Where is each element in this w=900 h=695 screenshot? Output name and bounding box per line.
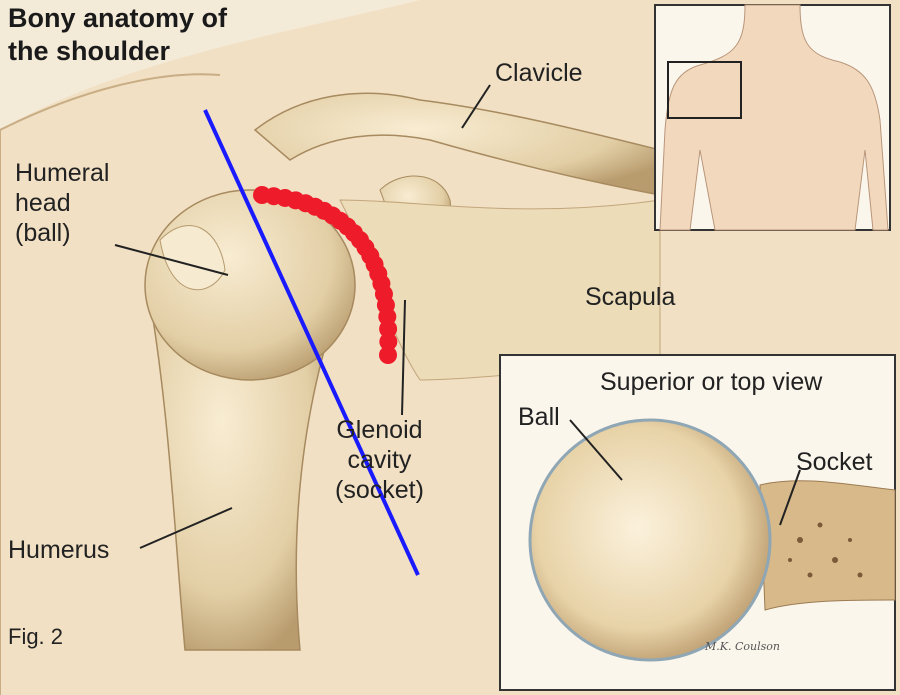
socket-bone (759, 480, 896, 611)
label-ball: Ball (518, 403, 560, 431)
label-glenoid: Glenoid cavity (socket) (335, 415, 424, 505)
label-line: Glenoid (336, 416, 423, 444)
inset-title: Superior or top view (600, 368, 823, 396)
red-dot (379, 346, 397, 364)
label-line: cavity (347, 446, 412, 474)
title-line-1: Bony anatomy of (8, 3, 228, 33)
red-dot (379, 319, 398, 338)
figure-title: Bony anatomy of the shoulder (8, 2, 227, 68)
label-humeral-head: Humeral head (ball) (15, 158, 109, 248)
label-humerus: Humerus (8, 536, 110, 564)
leader-humerus (139, 507, 233, 549)
humerus-bone (149, 299, 331, 651)
ball-head (528, 418, 772, 662)
top-view-inset (499, 354, 896, 691)
leader-glenoid (401, 299, 406, 416)
body-locator-inset (654, 4, 891, 231)
figure-number: Fig. 2 (8, 624, 64, 649)
label-line: (ball) (15, 219, 71, 247)
label-line: Humeral (15, 159, 110, 187)
leader-clavicle (461, 84, 491, 129)
label-clavicle: Clavicle (495, 59, 583, 87)
leader-humeral-head (114, 244, 229, 276)
label-socket: Socket (796, 448, 873, 476)
red-dot (379, 332, 398, 351)
glenoid-dots (253, 186, 398, 364)
title-line-2: the shoulder (8, 36, 171, 66)
annotation-line (203, 109, 420, 576)
label-line: (socket) (335, 476, 424, 504)
label-line: head (15, 189, 71, 217)
label-scapula: Scapula (585, 283, 676, 311)
artist-signature: M.K. Coulson (705, 640, 780, 653)
